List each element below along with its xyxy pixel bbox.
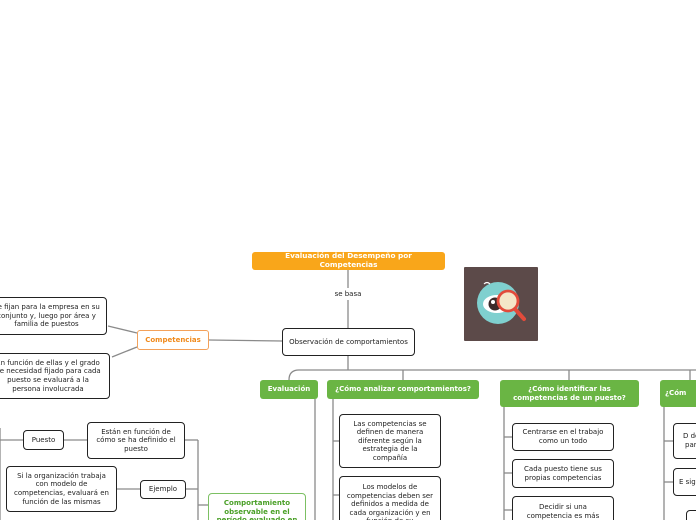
identificar-item-3[interactable]: Decidir si una competencia es más (512, 496, 614, 520)
ejemplo-description[interactable]: Si la organización trabaja con modelo de… (6, 466, 117, 512)
identificar-item-1[interactable]: Centrarse en el trabajo como un todo (512, 423, 614, 451)
branch-analizar[interactable]: ¿Cómo analizar comportamientos? (327, 380, 479, 399)
puesto-node[interactable]: Puesto (23, 430, 64, 450)
comportamiento-topic[interactable]: Comportamiento observable en el período … (208, 493, 306, 520)
competencias-item-2[interactable]: En función de ellas y el grado de necesi… (0, 353, 110, 399)
branch-evaluacion[interactable]: Evaluación (260, 380, 318, 399)
magnifier-eye-icon (477, 281, 526, 324)
topic-image[interactable] (464, 267, 538, 341)
analizar-item-1[interactable]: Las competencias se definen de manera di… (339, 414, 441, 468)
branch-cut[interactable]: ¿Cóm (660, 380, 696, 407)
right-item-1[interactable]: D des para (673, 423, 696, 459)
competencias-item-1[interactable]: Se fijan para la empresa en su conjunto … (0, 297, 107, 335)
center-topic[interactable]: Observación de comportamientos (282, 328, 415, 356)
competencias-topic[interactable]: Competencias (137, 330, 209, 350)
ejemplo-node[interactable]: Ejemplo (140, 480, 186, 499)
root-topic[interactable]: Evaluación del Desempeño por Competencia… (252, 252, 445, 270)
right-item-2[interactable]: E sigu (673, 468, 696, 496)
analizar-item-2[interactable]: Los modelos de competencias deben ser de… (339, 476, 441, 520)
right-item-3[interactable] (686, 510, 696, 520)
puesto-description[interactable]: Están en función de cómo se ha definido … (87, 422, 185, 459)
identificar-item-2[interactable]: Cada puesto tiene sus propias competenci… (512, 459, 614, 488)
branch-identificar[interactable]: ¿Cómo identificar las competencias de un… (500, 380, 639, 407)
relation-label: se basa (334, 290, 362, 298)
